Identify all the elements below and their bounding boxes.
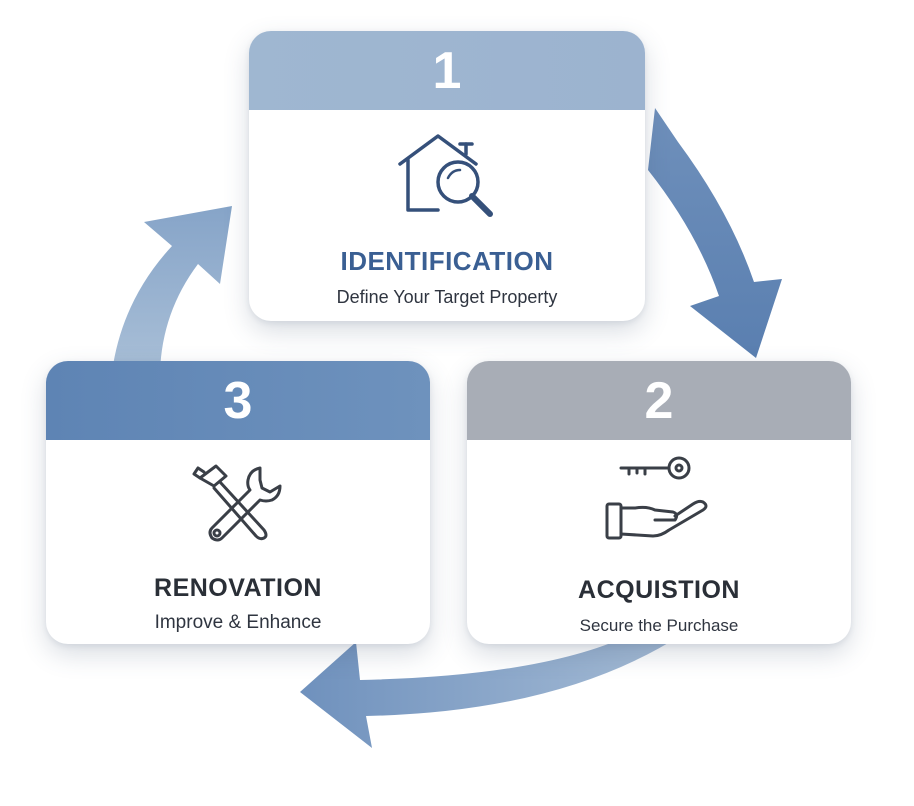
- step-subtitle: Improve & Enhance: [154, 612, 322, 633]
- step-title: ACQUISTION: [578, 576, 740, 604]
- step-number: 3: [223, 371, 253, 430]
- step-card-identification: 1 IDENTIFICATION Define Your Target Prop…: [249, 31, 645, 321]
- step-number-header: 2: [467, 361, 851, 440]
- step-title: RENOVATION: [154, 574, 322, 602]
- arrow-renovation-to-identification: [112, 206, 232, 372]
- key-hand-icon: [605, 456, 708, 540]
- arrow-acquisition-to-renovation: [300, 632, 686, 748]
- step-number-header: 1: [249, 31, 645, 110]
- step-number: 2: [644, 371, 674, 430]
- step-number: 1: [432, 41, 462, 100]
- step-card-renovation: 3 RENOVATION Improve & Enhance: [46, 361, 430, 644]
- step-number-header: 3: [46, 361, 430, 440]
- step-card-acquisition: 2 ACQUISTION Secure the Purchase: [467, 361, 851, 644]
- step-subtitle: Define Your Target Property: [336, 287, 558, 307]
- step-title: IDENTIFICATION: [340, 246, 554, 276]
- step-subtitle: Secure the Purchase: [579, 616, 739, 635]
- step-card-body: RENOVATION Improve & Enhance: [46, 458, 430, 632]
- step-card-body: ACQUISTION Secure the Purchase: [467, 454, 851, 634]
- arrow-identification-to-acquisition: [648, 108, 782, 358]
- house-search-icon: [398, 134, 493, 217]
- hammer-wrench-icon: [192, 464, 282, 542]
- step-card-body: IDENTIFICATION Define Your Target Proper…: [249, 130, 645, 306]
